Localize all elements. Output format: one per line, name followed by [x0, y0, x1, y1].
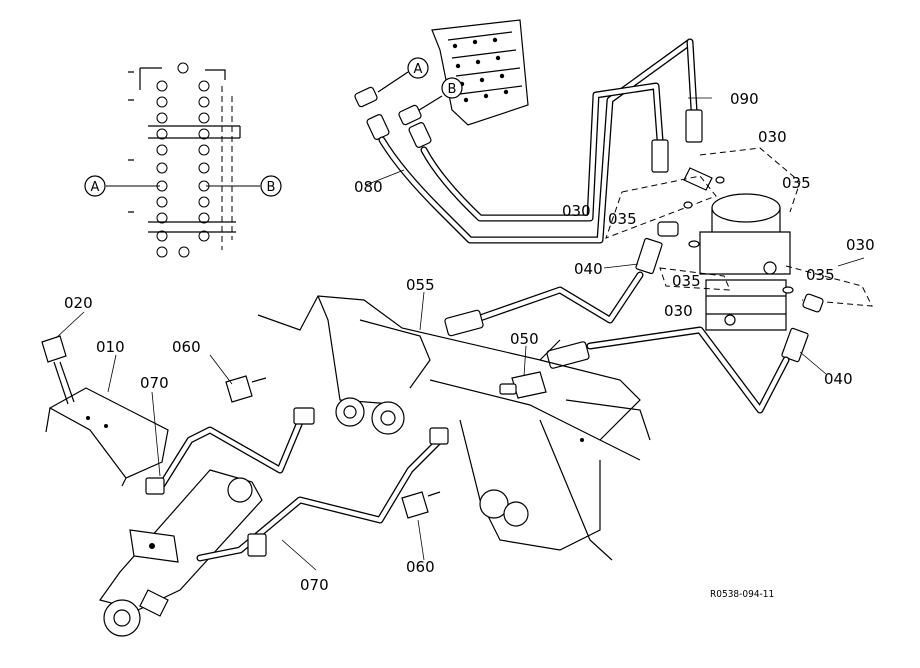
loader-cylinder-arm	[99, 469, 263, 637]
hoses-070	[145, 407, 449, 562]
label-090: 090	[730, 90, 759, 108]
label-080: 080	[354, 178, 383, 196]
label-030-right: 030	[846, 236, 875, 254]
label-070-top: 070	[140, 374, 169, 392]
dashed-group-outlines	[605, 147, 873, 307]
valve-port-b-marker	[441, 77, 463, 99]
label-060-top: 060	[172, 338, 201, 356]
port-b-marker	[260, 175, 282, 197]
valve-port-a-label: A	[414, 62, 423, 77]
label-035-right: 035	[806, 266, 835, 284]
hose-fittings-center	[444, 309, 590, 399]
valve-port-b-label: B	[448, 82, 457, 97]
port-a-marker	[84, 175, 106, 197]
hose-080	[378, 38, 698, 244]
label-035-left: 035	[608, 210, 637, 228]
port-a-label: A	[91, 180, 100, 195]
label-055: 055	[406, 276, 435, 294]
label-040-left: 040	[574, 260, 603, 278]
bolts-060	[225, 375, 441, 519]
cover-plate-010	[45, 387, 169, 487]
label-010: 010	[96, 338, 125, 356]
swivel-joint	[683, 167, 791, 331]
label-030-mid: 030	[664, 302, 693, 320]
label-030-left: 030	[562, 202, 591, 220]
fittings-090	[651, 109, 703, 173]
label-035-mid: 035	[672, 272, 701, 290]
part-labels: 090 030 035 080 030 035 030 040 035 035 …	[64, 90, 875, 600]
label-050: 050	[510, 330, 539, 348]
valve-elbow-fittings	[354, 86, 432, 148]
bolt-020	[41, 335, 75, 405]
bracket-050	[511, 371, 547, 399]
reference-code: R0538-094-11	[710, 589, 774, 600]
leader-lines	[55, 97, 865, 571]
label-070-bottom: 070	[300, 576, 329, 594]
label-035-top: 035	[782, 174, 811, 192]
port-b-label: B	[267, 180, 276, 195]
valve-port-schematic: A B	[84, 62, 282, 258]
control-valve-block: A B	[377, 19, 529, 126]
valve-port-a-marker	[407, 57, 429, 79]
label-060-bottom: 060	[406, 558, 435, 576]
label-030-top: 030	[758, 128, 787, 146]
label-040-right: 040	[824, 370, 853, 388]
loader-frame	[257, 295, 651, 561]
hose-040-lines	[476, 271, 790, 414]
label-020: 020	[64, 294, 93, 312]
